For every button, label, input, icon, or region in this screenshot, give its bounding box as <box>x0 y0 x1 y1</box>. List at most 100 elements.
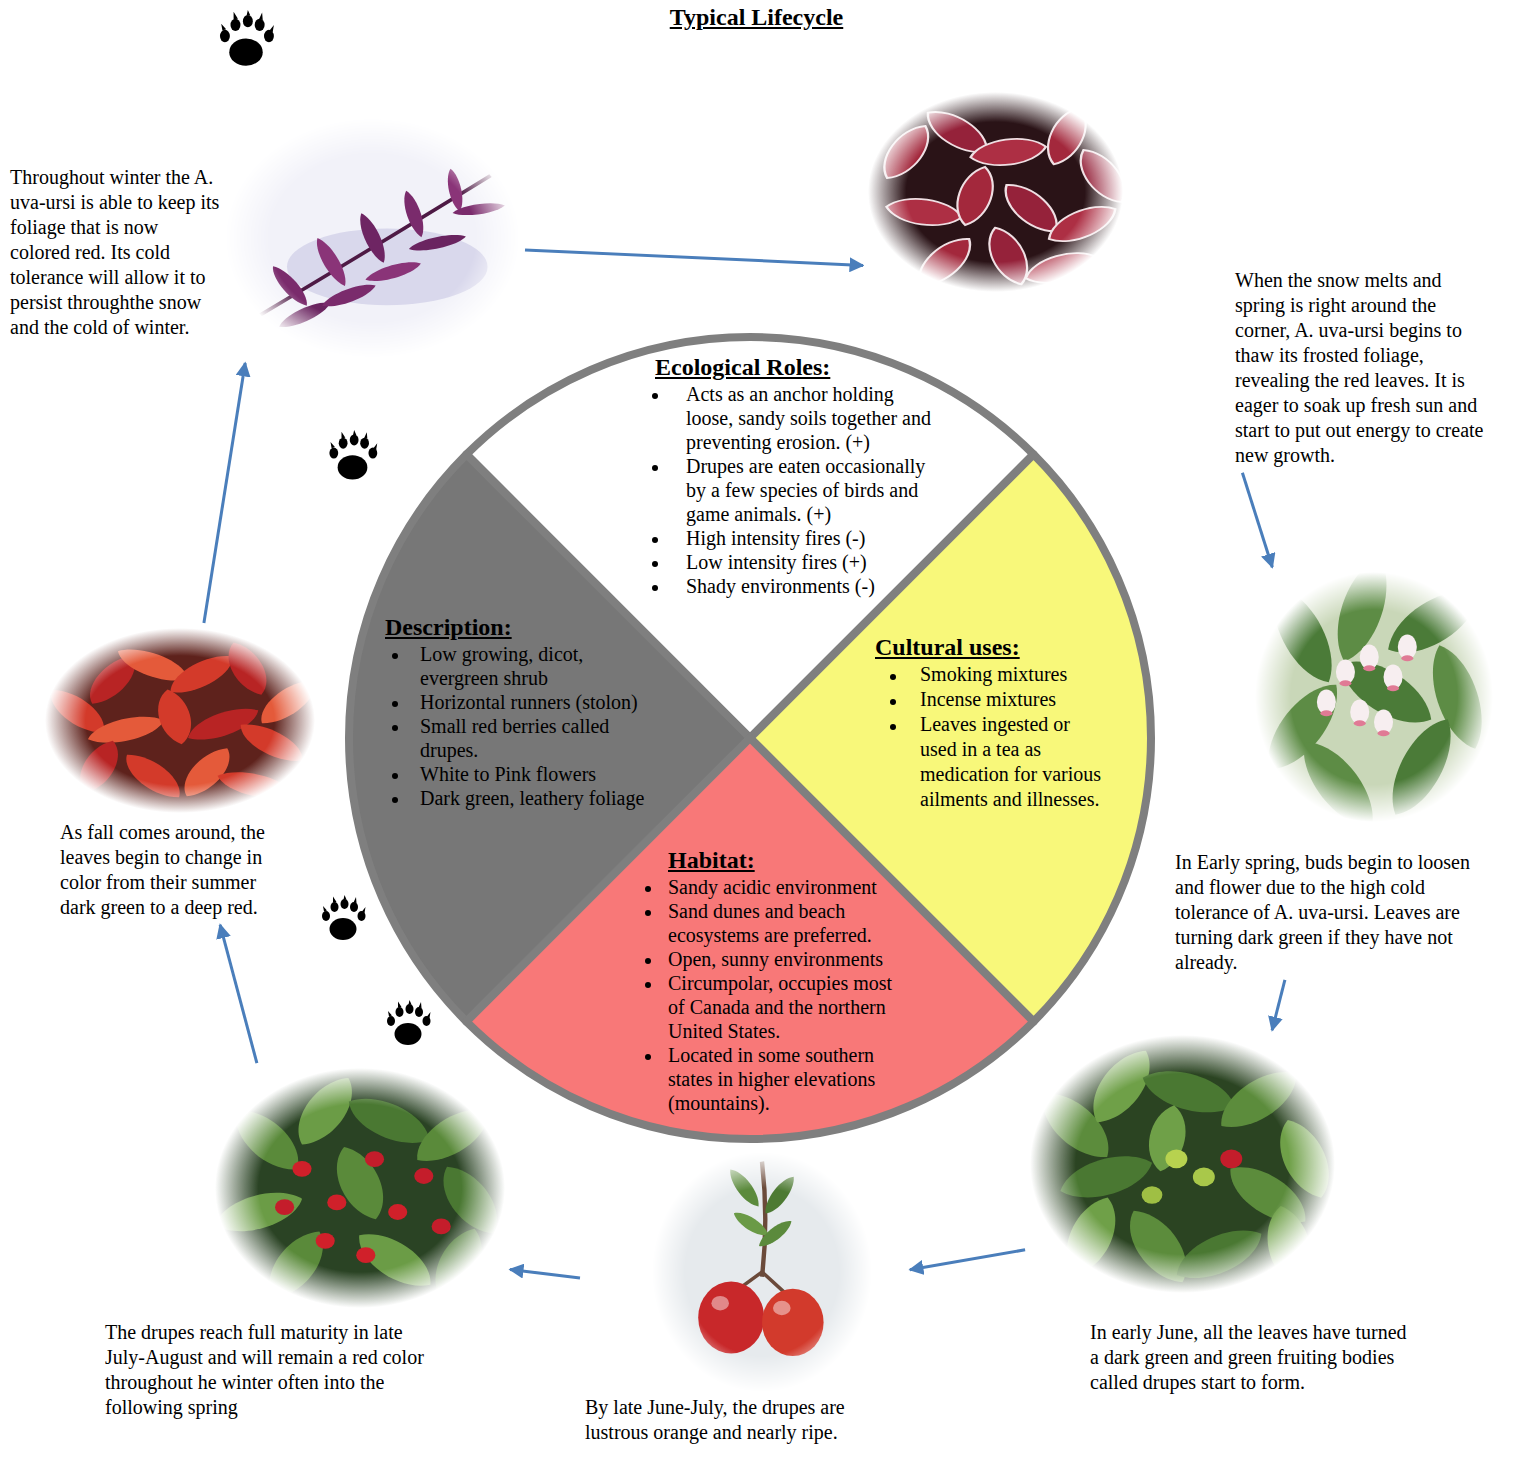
ecology-quadrant: Ecological Roles:Acts as an anchor holdi… <box>648 352 936 598</box>
bullet-dot <box>652 393 658 399</box>
decor-circle <box>365 1151 384 1167</box>
wedge-shape <box>466 738 1033 1139</box>
decor-circle <box>316 1233 335 1249</box>
bullet-row: Low growing, dicot, evergreen shrub <box>385 642 650 690</box>
bullet-text: High intensity fires (-) <box>686 526 936 550</box>
bullet-text: Open, sunny environments <box>668 947 904 971</box>
decor-path <box>762 1162 765 1277</box>
bullet-row: Leaves ingested or used in a tea as medi… <box>875 712 1105 812</box>
decor-use <box>399 189 428 238</box>
bullet-row: Dark green, leathery foliage <box>385 786 650 810</box>
bullet-row: White to Pink flowers <box>385 762 650 786</box>
bullet-dot <box>392 701 398 707</box>
stage-caption: As fall comes around, the leaves begin t… <box>60 820 295 920</box>
bullet-dot <box>392 797 398 803</box>
decor-use <box>407 231 468 254</box>
stage-caption: Throughout winter the A. uva-ursi is abl… <box>10 165 222 340</box>
decor-rect <box>652 1152 872 1392</box>
decor-use <box>256 1223 337 1306</box>
diagram-title: Typical Lifecycle <box>0 0 1513 31</box>
quadrant-heading: Ecological Roles: <box>648 352 936 382</box>
decor-use <box>115 748 191 804</box>
bullet-row: Drupes are eaten occasionally by a few s… <box>648 454 936 526</box>
decor-ellipse <box>1339 680 1351 686</box>
bullet-dot <box>652 465 658 471</box>
bullet-dot <box>652 537 658 543</box>
decor-use <box>347 1223 444 1297</box>
decor-use <box>725 1165 764 1211</box>
bullet-text: Acts as an anchor holding loose, sandy s… <box>686 382 936 454</box>
decor-use <box>326 1142 395 1225</box>
bullet-dot <box>645 958 651 964</box>
bullet-row: High intensity fires (-) <box>648 526 936 550</box>
decor-g <box>39 628 326 813</box>
bullet-row: Open, sunny environments <box>640 947 904 971</box>
bullet-row: Acts as an anchor holding loose, sandy s… <box>648 382 936 454</box>
decor-use <box>950 164 1001 228</box>
bear-paw <box>387 1000 431 1045</box>
bullet-text: Dark green, leathery foliage <box>420 786 650 810</box>
decor-use <box>444 168 465 212</box>
bullet-row: Sand dunes and beach ecosystems are pref… <box>640 899 904 947</box>
stage-caption: By late June-July, the drupes are lustro… <box>585 1395 905 1445</box>
bullet-dot <box>392 725 398 731</box>
decor-use <box>430 1159 511 1242</box>
decor-use <box>756 1216 795 1251</box>
decor-use <box>363 257 424 285</box>
bullet-dot <box>392 653 398 659</box>
stage-caption: In early June, all the leaves have turne… <box>1090 1320 1420 1395</box>
decor-g <box>868 92 1136 293</box>
decor-use <box>310 235 351 288</box>
bullet-dot <box>890 699 896 705</box>
decor-circle <box>432 1218 451 1234</box>
decor-use <box>70 737 127 796</box>
bullet-row: Horizontal runners (stolon) <box>385 690 650 714</box>
bullet-text: Sand dunes and beach ecosystems are pref… <box>668 899 904 947</box>
decor-ellipse <box>1401 655 1413 661</box>
bullet-text: Leaves ingested or used in a tea as medi… <box>920 712 1105 812</box>
bullet-text: Located in some southern states in highe… <box>668 1043 904 1115</box>
decor-use <box>222 1100 312 1180</box>
decor-use <box>873 120 939 185</box>
decor-use <box>451 200 505 217</box>
decor-circle <box>762 1289 824 1356</box>
decor-ellipse <box>773 1301 791 1315</box>
decor-circle <box>327 1194 346 1210</box>
decor-use <box>405 1098 502 1172</box>
description-quadrant: Description:Low growing, dicot, evergree… <box>385 612 650 810</box>
decor-use <box>908 231 982 293</box>
decor-circle <box>292 1161 311 1177</box>
decor-ellipse <box>1320 710 1332 716</box>
bullet-text: Circumpolar, occupies most of Canada and… <box>668 971 904 1043</box>
cycle-arrow <box>1242 473 1272 567</box>
bullet-row: Incense mixtures <box>875 687 1105 712</box>
stage-caption-box: Throughout winter the A. uva-ursi is abl… <box>10 118 520 358</box>
red-drupes-photo <box>208 1068 510 1308</box>
decor-use <box>968 134 1049 169</box>
stage-caption: When the snow melts and spring is right … <box>1235 268 1490 468</box>
bullet-dot <box>392 773 398 779</box>
decor-use <box>424 1223 493 1306</box>
frosted-leaves-photo <box>868 92 1136 293</box>
decor-use <box>1070 144 1136 209</box>
decor-use <box>1116 1202 1201 1291</box>
bullet-text: Horizontal runners (stolon) <box>420 690 650 714</box>
culture-quadrant: Cultural uses:Smoking mixturesIncense mi… <box>875 632 1105 812</box>
decor-use <box>267 263 314 310</box>
bullet-text: Low intensity fires (+) <box>686 550 936 574</box>
cycle-arrow <box>525 250 863 266</box>
decor-use <box>1166 1218 1271 1290</box>
decor-use <box>760 1172 799 1218</box>
bullet-text: Sandy acidic environment <box>668 875 904 899</box>
decor-rect <box>868 92 1123 292</box>
stage-caption-box: In Early spring, buds begin to loosen an… <box>1175 572 1500 975</box>
decor-use <box>1259 576 1346 692</box>
decor-use <box>1020 246 1103 290</box>
stage-caption-box: In early June, all the leaves have turne… <box>1030 1035 1420 1395</box>
decor-use <box>212 766 299 805</box>
decor-circle <box>698 1282 764 1354</box>
decor-use <box>1041 198 1123 250</box>
cycle-arrow <box>220 925 257 1063</box>
decor-g <box>208 1068 510 1308</box>
bear-paw <box>220 10 274 66</box>
